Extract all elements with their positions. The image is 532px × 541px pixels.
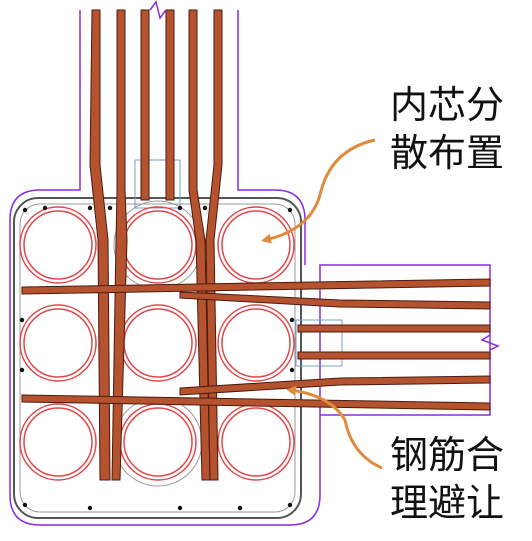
- vertical-rebars: [89, 9, 223, 481]
- guide-box-right: [295, 319, 343, 367]
- rebar-vertical: [89, 9, 111, 481]
- annotation-bottom-line1: 钢筋合: [390, 433, 504, 477]
- break-symbol-top: [149, 0, 167, 20]
- rebar-horizontal: [21, 394, 491, 411]
- rebar-vertical: [140, 9, 150, 201]
- tube-circle: [119, 304, 197, 382]
- rebar-vertical: [165, 9, 175, 201]
- tube-circle: [217, 206, 295, 284]
- outer-stirrup: [13, 197, 302, 519]
- annotation-top-line1: 内芯分: [390, 83, 504, 127]
- tube-grid: [19, 206, 295, 481]
- concrete-outline: [9, 10, 491, 526]
- tube-circle: [217, 403, 295, 481]
- break-symbol-right: [480, 334, 500, 351]
- rebar-horizontal: [179, 375, 491, 396]
- rebar-horizontal: [21, 278, 491, 295]
- annotation-top-line2: 散布置: [390, 131, 504, 175]
- inner-stirrup: [19, 203, 296, 513]
- rebar-horizontal: [297, 324, 491, 333]
- tube-circle: [217, 304, 295, 382]
- rebar-horizontal: [297, 351, 491, 360]
- tube-circle: [19, 206, 97, 284]
- rebar-vertical: [205, 9, 223, 481]
- tube-circle: [119, 403, 197, 481]
- horizontal-rebars: [21, 278, 491, 411]
- rebar-dots: [19, 205, 295, 511]
- curved-arrow-icon: [261, 138, 376, 244]
- rebar-horizontal: [179, 291, 491, 310]
- guide-box-top: [134, 159, 181, 209]
- curved-arrow-icon: [286, 385, 383, 470]
- tube-circle: [119, 206, 197, 284]
- rebar-vertical: [111, 9, 128, 481]
- tube-circle: [19, 304, 97, 382]
- annotation-bottom-line2: 理避让: [390, 481, 504, 525]
- tube-circle: [19, 403, 97, 481]
